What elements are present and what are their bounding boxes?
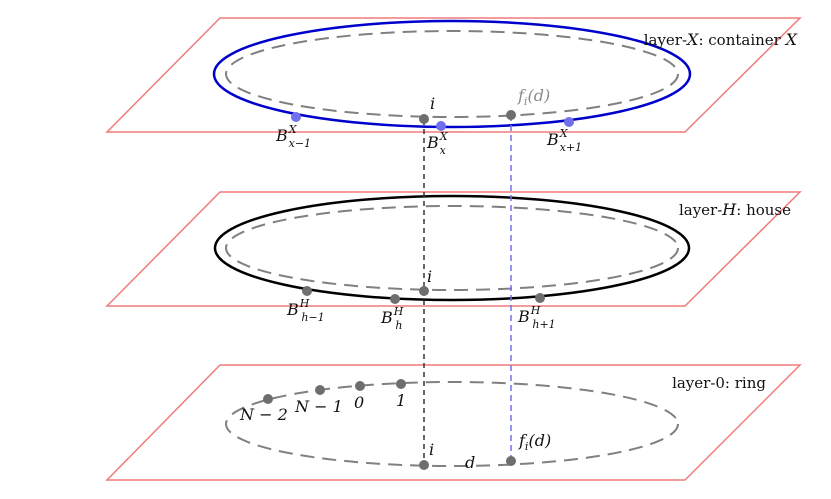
point-i-layer-x	[419, 114, 429, 124]
layer-x-dashed-ring	[225, 30, 679, 118]
point-bx-minus	[291, 112, 301, 122]
ring-label-i: i	[429, 440, 434, 459]
point-fi-layer-x	[506, 110, 516, 120]
house-ellipse	[213, 194, 691, 302]
point-bx	[436, 121, 446, 131]
ring-point-n-minus-1	[315, 385, 325, 395]
point-i-layer-h	[419, 286, 429, 296]
point-bh-minus	[302, 286, 312, 296]
ring-label-1: 1	[396, 391, 406, 410]
point-bx-plus	[564, 117, 574, 127]
ring-point-n-minus-2	[263, 394, 273, 404]
label-i-layer-h: i	[427, 267, 432, 286]
layer-x-plane	[105, 17, 802, 133]
layer-0-plane	[105, 364, 802, 481]
ring-point-fi	[506, 456, 516, 466]
layer-h-title: layer-H: house	[679, 200, 791, 219]
layer-h-dashed-ring	[225, 205, 679, 291]
container-ellipse	[212, 19, 692, 129]
ring-label-fi: fi(d)	[518, 431, 551, 453]
ring-point-i	[419, 460, 429, 470]
ring-point-1	[396, 379, 406, 389]
layer-x-title: layer-X: container X	[644, 30, 798, 49]
point-bh	[390, 294, 400, 304]
layer-0-title: layer-0: ring	[672, 374, 766, 392]
layer-h-plane	[105, 191, 802, 307]
ring-label-n-minus-1: N − 1	[294, 397, 343, 416]
ring-label-n-minus-2: N − 2	[239, 405, 288, 424]
ring-label-d: d	[465, 453, 475, 472]
ring-label-0: 0	[354, 393, 364, 412]
ring-point-0	[355, 381, 365, 391]
label-fi-layer-x: fi(d)	[517, 86, 550, 108]
ring-dashed-ellipse	[225, 381, 679, 467]
label-i-layer-x: i	[430, 94, 435, 113]
point-bh-plus	[535, 293, 545, 303]
